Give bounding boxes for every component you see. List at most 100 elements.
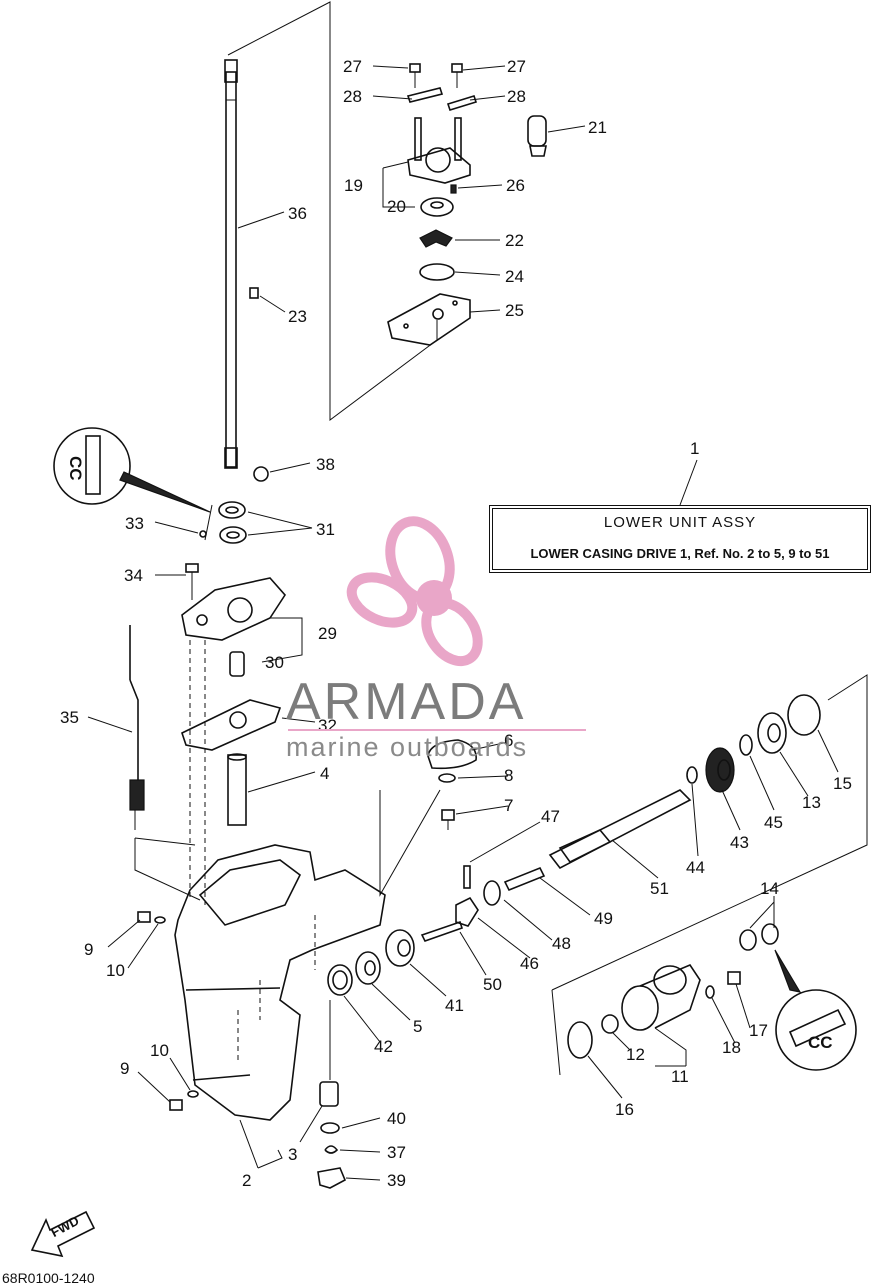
callout-27b: 27 — [507, 57, 526, 76]
callout-48: 48 — [552, 934, 571, 953]
shim-44 — [686, 766, 698, 784]
callout-35: 35 — [60, 708, 79, 727]
pinion-41 — [385, 929, 415, 967]
callout-10a: 10 — [106, 961, 125, 980]
assembly-title: LOWER UNIT ASSY — [603, 514, 757, 531]
callout-15: 15 — [833, 774, 852, 793]
oil-seals-14 — [739, 923, 779, 951]
callout-46: 46 — [520, 954, 539, 973]
assembly-guide-lines — [134, 1, 868, 1080]
clutch-46 — [455, 896, 479, 927]
shim-42 — [327, 964, 353, 996]
washer-40 — [320, 1122, 340, 1134]
callout-26: 26 — [506, 176, 525, 195]
assembly-subtitle: LOWER CASING DRIVE 1, Ref. No. 2 to 5, 9… — [530, 546, 830, 561]
oil-seals-31 — [218, 501, 247, 544]
sleeve-30 — [229, 651, 245, 677]
callout-6: 6 — [504, 731, 513, 750]
gasket-32 — [181, 699, 282, 751]
callout-45: 45 — [764, 813, 783, 832]
callout-29: 29 — [318, 624, 337, 643]
shift-rod-35 — [129, 625, 145, 830]
watermark-tagline: marine outboards — [286, 732, 529, 762]
bearing-13 — [757, 712, 787, 754]
water-tube-4 — [227, 753, 247, 826]
shift-cam-47 — [463, 865, 471, 889]
bolt-9b — [169, 1099, 183, 1111]
propeller-shaft-51 — [548, 789, 692, 870]
callout-28b: 28 — [507, 87, 526, 106]
shift-plunger-49 — [503, 866, 546, 892]
nut-39 — [317, 1167, 347, 1189]
shaft-key-23 — [249, 287, 259, 299]
callout-5: 5 — [413, 1017, 422, 1036]
callout-39: 39 — [387, 1171, 406, 1190]
callout-43: 43 — [730, 833, 749, 852]
callout-21: 21 — [588, 118, 607, 137]
callout-41: 41 — [445, 996, 464, 1015]
washer-12 — [601, 1014, 619, 1034]
pin-26 — [450, 184, 457, 194]
callout-9a: 9 — [84, 940, 93, 959]
impeller-22 — [419, 229, 453, 248]
callout-23: 23 — [288, 307, 307, 326]
callout-2: 2 — [242, 1171, 251, 1190]
callout-10b: 10 — [150, 1041, 169, 1060]
callout-20: 20 — [387, 197, 406, 216]
water-tube-21 — [527, 115, 547, 157]
circlip-38 — [253, 466, 269, 482]
callout-40: 40 — [387, 1109, 406, 1128]
callout-18: 18 — [722, 1038, 741, 1057]
drawing-number: 68R0100-1240 — [2, 1270, 95, 1286]
callout-51: 51 — [650, 879, 669, 898]
assembly-info-box: LOWER UNIT ASSY LOWER CASING DRIVE 1, Re… — [489, 505, 871, 573]
bearing-5 — [355, 951, 381, 985]
callout-28a: 28 — [343, 87, 362, 106]
tool-mark-bubble-bottom: CC — [774, 949, 857, 1071]
leader-lines — [87, 65, 839, 1181]
pin-37 — [324, 1145, 339, 1154]
callout-22: 22 — [505, 231, 524, 250]
callout-3: 3 — [288, 1145, 297, 1164]
callout-42: 42 — [374, 1037, 393, 1056]
callout-27a: 27 — [343, 57, 362, 76]
callout-labels: 27 27 28 28 21 19 26 20 36 22 24 23 25 3… — [60, 57, 852, 1190]
callout-50: 50 — [483, 975, 502, 994]
washer-8 — [438, 773, 456, 783]
forward-gear-43 — [705, 747, 735, 793]
drive-shaft — [224, 59, 238, 469]
callout-14: 14 — [760, 879, 779, 898]
callout-33: 33 — [125, 514, 144, 533]
callout-30: 30 — [265, 653, 284, 672]
tool-mark-label-bottom: CC — [808, 1033, 833, 1052]
tool-mark-bubble-top: CC — [53, 427, 211, 513]
callout-8: 8 — [504, 766, 513, 785]
washer-18 — [705, 985, 715, 999]
callout-31: 31 — [316, 520, 335, 539]
callout-16: 16 — [615, 1100, 634, 1119]
lower-casing — [174, 844, 386, 1121]
anode-6 — [427, 739, 477, 770]
o-ring-15 — [787, 694, 821, 736]
callout-11: 11 — [671, 1067, 689, 1086]
bolt-34 — [185, 563, 199, 600]
callout-47: 47 — [541, 807, 560, 826]
ball-33 — [199, 530, 207, 538]
callout-7: 7 — [504, 796, 513, 815]
bearing-housing-11 — [621, 964, 701, 1031]
washer-10b — [187, 1090, 199, 1098]
callout-49: 49 — [594, 909, 613, 928]
gasket-24 — [419, 263, 455, 281]
callout-36: 36 — [288, 204, 307, 223]
grease-nipple-3 — [319, 1081, 339, 1107]
washer-10a — [154, 916, 166, 924]
water-pump-housing — [407, 117, 471, 184]
insert-cartridge-20 — [420, 197, 454, 217]
pin-50 — [420, 920, 464, 942]
callout-13: 13 — [802, 793, 821, 812]
callout-44: 44 — [686, 858, 705, 877]
tool-mark-label-top: CC — [66, 456, 85, 481]
callout-4: 4 — [320, 764, 329, 783]
armada-propeller-logo — [346, 516, 483, 667]
